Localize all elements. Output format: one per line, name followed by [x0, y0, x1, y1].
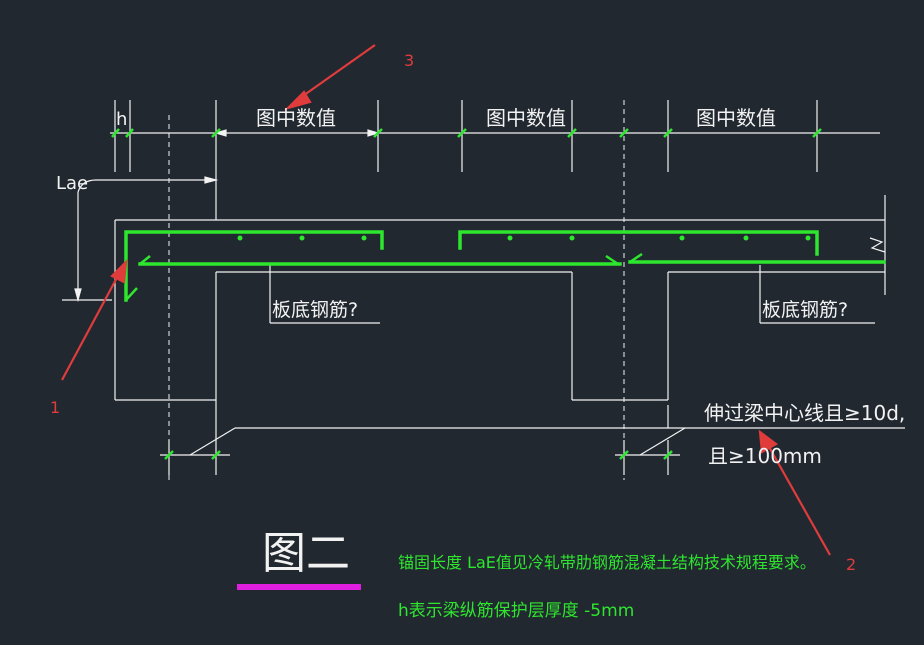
figure-title-underline: [237, 584, 361, 590]
rebar-dots: [237, 235, 811, 241]
drawing-texts: h 图中数值 图中数值 图中数值 Lae 板底钢筋? 板底钢筋? 伸过梁中心线且…: [50, 51, 905, 621]
callout-arrows: [61, 44, 831, 556]
figure-title: 图二: [262, 528, 350, 579]
dim-h-label: h: [116, 109, 127, 130]
structure-outline: [62, 100, 905, 475]
top-bar-left: [124, 230, 384, 302]
dimension-ticks: [111, 128, 822, 460]
span-label-2: 图中数值: [486, 106, 566, 130]
callout-label-1: 1: [50, 398, 60, 417]
callout-label-3: 3: [404, 51, 414, 70]
centerlines: [168, 100, 625, 480]
legend-line2: h表示梁纵筋保护层厚度 -5mm: [398, 601, 634, 621]
lae-label: Lae: [56, 173, 88, 194]
rebar-hooks: [125, 252, 643, 301]
bottom-bar-label-2: 板底钢筋?: [762, 299, 848, 321]
legend-line1: 锚固长度 LaE值见冷轧带肋钢筋混凝土结构技术规程要求。: [398, 553, 816, 572]
top-bar-right: [458, 230, 819, 256]
bottom-bar-label-1: 板底钢筋?: [272, 299, 358, 321]
callout-label-2: 2: [846, 555, 856, 574]
rebar: [124, 230, 886, 302]
extension-note-line2: 且≥100mm: [708, 444, 822, 468]
span-label-1: 图中数值: [256, 106, 336, 130]
span-label-3: 图中数值: [696, 106, 776, 130]
extension-note-line1: 伸过梁中心线且≥10d,: [704, 401, 905, 425]
